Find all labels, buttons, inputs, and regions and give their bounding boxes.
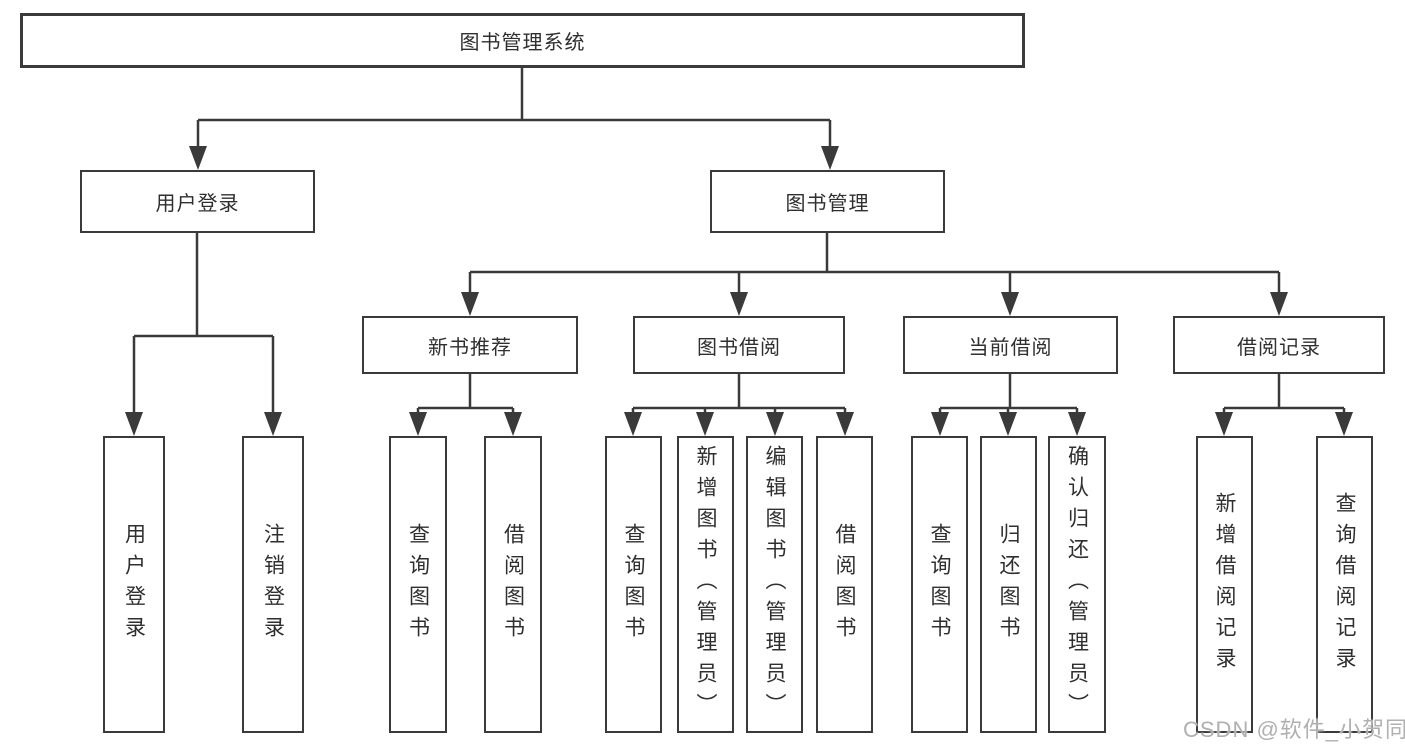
node-new-book-recommend: 新书推荐 — [362, 316, 578, 374]
node-book-management: 图书管理 — [710, 170, 945, 233]
node-user-login: 用户登录 — [80, 170, 315, 233]
connector-currentborrow-to-leaves — [931, 374, 1086, 436]
leaf-newbooks-query-books: 查询图书 — [389, 436, 447, 733]
leaf-borrow-borrow-books: 借阅图书 — [816, 436, 873, 733]
leaf-current-confirm-return-admin: 确认归还（管理员） — [1048, 436, 1106, 733]
leaf-borrow-edit-books-admin: 编辑图书（管理员） — [746, 436, 803, 733]
connector-root-to-level2 — [189, 68, 839, 170]
leaf-newbooks-borrow-books: 借阅图书 — [484, 436, 542, 733]
connector-bookborrow-to-leaves — [624, 374, 854, 436]
connector-newbooks-to-leaves — [409, 374, 522, 436]
leaf-logout: 注销登录 — [242, 436, 304, 733]
connector-records-to-leaves — [1215, 374, 1353, 436]
node-library-management-system: 图书管理系统 — [20, 13, 1025, 68]
connector-bookmgmt-to-level3 — [461, 233, 1288, 316]
node-book-borrow: 图书借阅 — [633, 316, 845, 374]
node-current-borrow: 当前借阅 — [903, 316, 1118, 374]
leaf-current-return-books: 归还图书 — [980, 436, 1037, 733]
leaf-records-query-record: 查询借阅记录 — [1316, 436, 1373, 733]
leaf-current-query-books: 查询图书 — [911, 436, 968, 733]
node-borrow-records: 借阅记录 — [1173, 316, 1385, 374]
connector-userlogin-to-leaves — [125, 233, 282, 436]
leaf-borrow-add-books-admin: 新增图书（管理员） — [677, 436, 734, 733]
leaf-records-add-record: 新增借阅记录 — [1196, 436, 1253, 733]
leaf-user-login: 用户登录 — [103, 436, 165, 733]
leaf-borrow-query-books: 查询图书 — [605, 436, 662, 733]
csdn-watermark: CSDN @软件_小贺同学 — [1183, 717, 1405, 742]
